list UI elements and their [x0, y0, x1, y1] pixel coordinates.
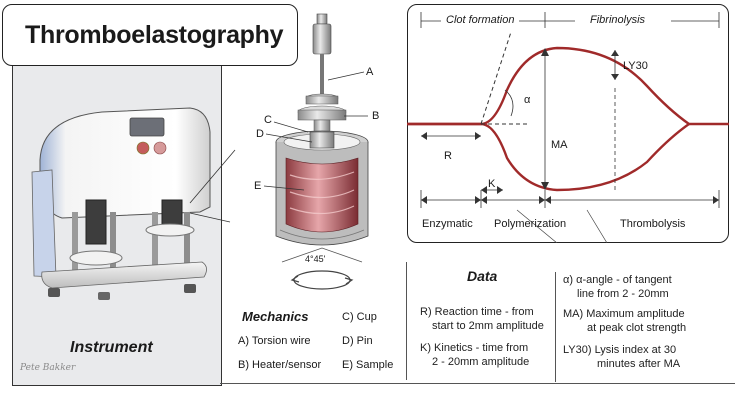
blood-sample — [285, 157, 359, 233]
alpha-tangent — [480, 31, 512, 125]
data-ma-line-2: at peak clot strength — [587, 322, 687, 334]
label-a: A — [366, 66, 374, 78]
data-ly30-line-1: LY30) Lysis index at 30 — [563, 344, 677, 356]
control-button-2 — [153, 141, 167, 155]
data-ly30-definition: LY30) Lysis index at 30 minutes after MA — [563, 343, 680, 371]
display-window — [129, 117, 165, 137]
mechanics-item-e: E) Sample — [342, 359, 394, 371]
data-ly30-line-2: minutes after MA — [597, 358, 681, 370]
phase-polymerization: Polymerization — [494, 218, 567, 230]
divider-data-columns — [555, 272, 556, 382]
apparatus-illustration — [263, 13, 369, 290]
pin — [309, 131, 335, 149]
phase-enzymatic: Enzymatic — [422, 218, 473, 230]
instrument-label: Instrument — [70, 339, 153, 356]
alpha-label: α — [524, 94, 531, 106]
artist-signature: Pete Bakker — [20, 363, 76, 373]
data-alpha-line-1: α) α-angle - of tangent — [563, 274, 672, 286]
mechanics-item-d: D) Pin — [342, 335, 373, 347]
heater-sensor-disc — [297, 109, 347, 121]
mechanics-item-b: B) Heater/sensor — [238, 359, 322, 371]
phase-thrombolysis: Thrombolysis — [620, 218, 686, 230]
torsion-wire-housing — [312, 23, 332, 55]
data-r-line-1: R) Reaction time - from — [420, 306, 534, 318]
mechanics-item-c: C) Cup — [342, 311, 377, 323]
mechanics-item-a: A) Torsion wire — [238, 335, 311, 347]
torsion-wire — [320, 54, 324, 94]
trace-upper — [407, 46, 729, 126]
data-ma-line-1: MA) Maximum amplitude — [563, 308, 685, 320]
data-ma-definition: MA) Maximum amplitude at peak clot stren… — [563, 307, 686, 335]
ly30-label: LY30 — [623, 60, 648, 72]
phase-clot-formation: Clot formation — [446, 14, 515, 26]
data-k-definition: K) Kinetics - time from 2 - 20mm amplitu… — [420, 341, 529, 369]
label-b: B — [372, 110, 380, 122]
bottom-rule — [220, 383, 735, 384]
rotation-indicator — [293, 270, 351, 290]
rotation-angle-label: 4°45' — [305, 254, 326, 264]
ma-label: MA — [551, 139, 568, 151]
divider-mechanics-data — [406, 262, 407, 380]
data-title: Data — [467, 268, 498, 284]
r-label: R — [444, 150, 452, 162]
data-alpha-definition: α) α-angle - of tangent line from 2 - 20… — [563, 273, 672, 301]
page-title: Thromboelastography — [2, 4, 298, 66]
data-k-line-1: K) Kinetics - time from — [420, 342, 529, 354]
trace-lower — [407, 122, 690, 192]
phase-fibrinolysis: Fibrinolysis — [590, 14, 646, 26]
label-c: C — [264, 114, 272, 126]
label-e: E — [254, 180, 262, 192]
label-d: D — [256, 128, 264, 140]
k-label: K — [488, 178, 496, 190]
instrument-base — [41, 261, 207, 289]
mechanics-title: Mechanics — [242, 309, 309, 324]
data-alpha-line-2: line from 2 - 20mm — [577, 288, 669, 300]
data-k-line-2: 2 - 20mm amplitude — [432, 356, 530, 368]
data-r-definition: R) Reaction time - from start to 2mm amp… — [420, 305, 544, 333]
control-button-1 — [136, 141, 150, 155]
teg-trace-diagram — [407, 12, 729, 243]
instrument-illustration — [31, 107, 211, 300]
data-r-line-2: start to 2mm amplitude — [432, 320, 544, 332]
